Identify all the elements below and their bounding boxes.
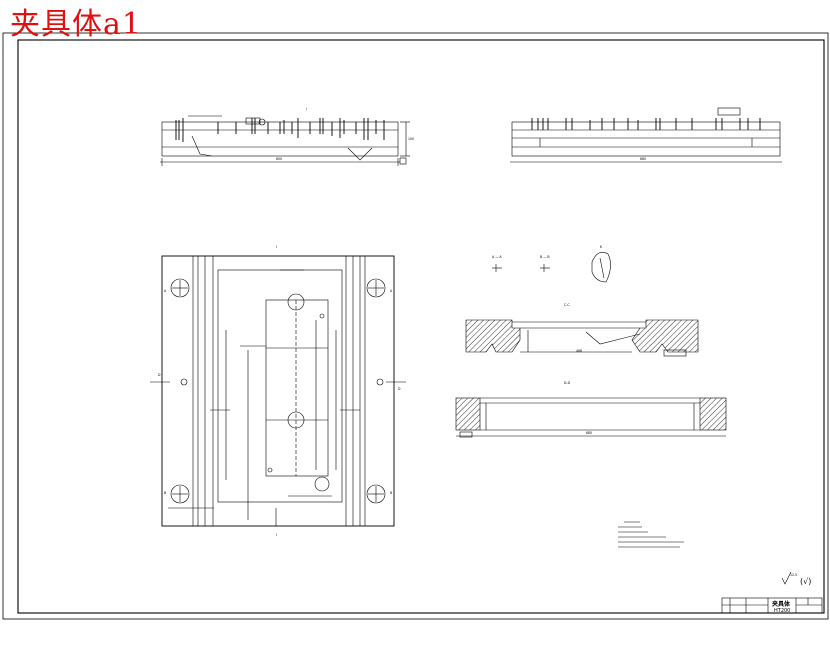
svg-text:A: A <box>390 289 393 293</box>
overlay-title: 夹具体a1 <box>10 7 142 42</box>
inner-border <box>17 39 825 614</box>
svg-text:D: D <box>398 387 401 391</box>
section-cc: C-C 468 <box>465 303 699 357</box>
front-view: I 600 100 <box>160 107 414 166</box>
title-block-part-name: 夹具体 <box>772 600 791 608</box>
surface-finish-value: 12.5 <box>790 573 797 577</box>
section-dd: D-D 680 <box>455 381 727 438</box>
title-block-material: HT200 <box>774 608 790 614</box>
svg-text:100: 100 <box>408 137 414 141</box>
svg-text:A: A <box>164 289 167 293</box>
side-view: 680 <box>510 107 782 163</box>
plan-bottom-label: I <box>276 533 277 537</box>
plan-view: I I A A B B D D <box>150 245 406 537</box>
surface-finish-text: (√) <box>800 577 811 586</box>
svg-text:B: B <box>164 491 166 495</box>
title-block: 夹具体 HT200 <box>721 597 823 614</box>
technical-notes <box>618 521 684 548</box>
view-k-label: K <box>600 245 603 249</box>
svg-text:600: 600 <box>276 157 282 161</box>
svg-text:D: D <box>158 373 161 377</box>
view-a-label: A — A <box>492 255 502 259</box>
view-b-label: B — B <box>540 255 550 259</box>
detail-views: A — A B — B K <box>492 245 611 283</box>
section-cc-label: C-C <box>564 303 570 307</box>
outer-border <box>2 32 829 620</box>
surface-finish-symbol: 12.5 (√) <box>781 571 811 586</box>
svg-text:680: 680 <box>640 157 646 161</box>
svg-text:B: B <box>390 491 392 495</box>
svg-text:468: 468 <box>576 349 582 353</box>
svg-text:680: 680 <box>586 431 592 435</box>
section-dd-label: D-D <box>564 381 571 385</box>
front-view-label: I <box>306 107 307 111</box>
plan-view-label: I <box>276 245 277 249</box>
